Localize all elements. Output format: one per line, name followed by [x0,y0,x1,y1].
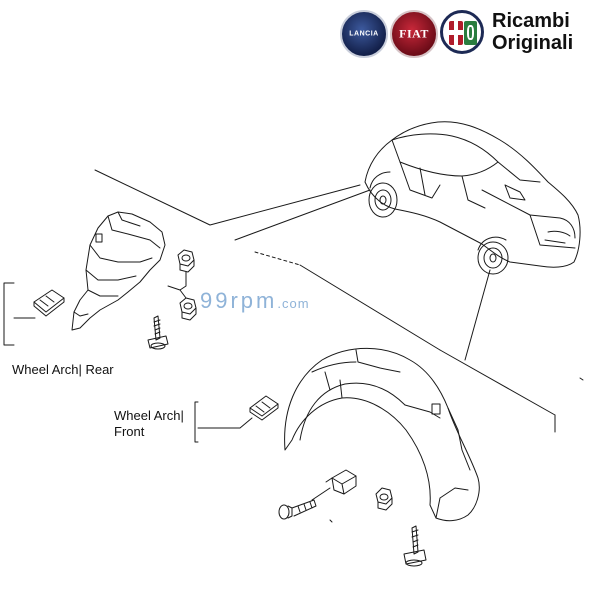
front-wheel-arch-label-line1: Wheel Arch| [114,408,184,423]
front-label-bracket [194,401,253,443]
car-illustration [364,121,581,275]
reference-leader-lines [94,169,584,433]
watermark-suffix: .com [277,296,310,311]
front-wheel-arch-label-line2: Front [114,424,145,439]
brand-title-line2: Originali [492,32,574,54]
watermark-main: 99rpm [200,288,278,313]
front-plastic-rivet [325,469,357,495]
rear-wheel-arch-label: Wheel Arch| Rear [12,362,114,377]
alfa-serpent-icon [464,21,477,45]
rear-screw [147,315,169,350]
front-wheel-arch-liner [284,347,480,522]
alfa-cross-icon [449,21,463,45]
front-hex-nut [375,487,393,511]
rear-hex-nut-2 [179,297,197,321]
site-watermark: 99rpm.com [200,288,310,314]
brand-title-line1: Ricambi [492,10,570,32]
front-wheel-arch-label: Wheel Arch| Front [114,408,184,440]
brand-header: LANCIA FIAT Ricambi Originali [340,10,605,60]
rear-clip-nut [33,289,65,317]
fiat-logo-text: FIAT [399,26,429,41]
fiat-logo: FIAT [390,10,438,58]
rear-label-bracket [3,282,36,346]
front-clip-nut [249,395,279,421]
rear-hex-nut-1 [177,249,195,273]
rear-wheel-arch-liner [71,211,166,331]
alfa-romeo-logo [440,10,484,54]
front-screw-horizontal [278,499,317,520]
lancia-logo: LANCIA [340,10,388,58]
lancia-logo-text: LANCIA [349,30,379,38]
brand-title: Ricambi Originali [492,10,573,54]
front-screw-vertical [403,525,427,567]
